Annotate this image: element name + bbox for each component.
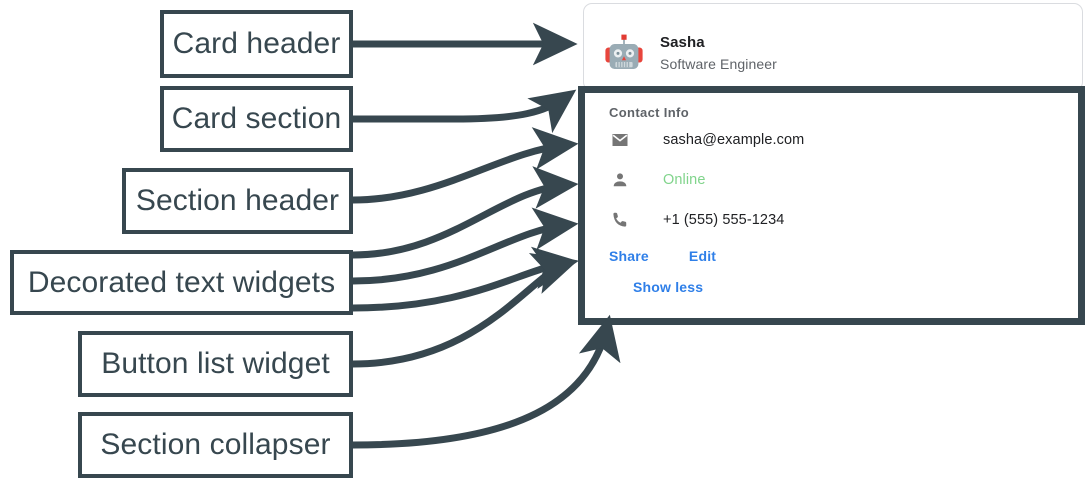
arrow-decorated-text-1: [352, 166, 579, 259]
decorated-text-row-phone[interactable]: +1 (555) 555-1234: [609, 200, 1078, 240]
card-header-title: Sasha: [660, 33, 705, 51]
card: Sasha Software Engineer: [583, 3, 1083, 91]
callout-button-list-widget: Button list widget: [78, 331, 353, 397]
card-section: Contact Info sasha@example.com: [578, 86, 1085, 325]
card-header: Sasha Software Engineer: [584, 4, 1082, 90]
person-icon: [609, 171, 631, 189]
arrow-card-section: [353, 89, 577, 134]
callout-label: Card header: [172, 27, 341, 60]
card-header-subtitle: Software Engineer: [660, 55, 777, 72]
robot-avatar-icon: [605, 34, 643, 69]
card-section-content: Contact Info sasha@example.com: [585, 93, 1078, 318]
show-less-button[interactable]: Show less: [633, 279, 704, 295]
button-list-widget: Share Edit: [609, 240, 1078, 272]
arrow-section-collapser: [352, 314, 621, 449]
callout-label: Button list widget: [101, 347, 330, 380]
decorated-text-value: +1 (555) 555-1234: [663, 212, 785, 228]
callout-section-collapser: Section collapser: [78, 412, 353, 478]
section-collapser-row: Show less: [633, 272, 1078, 302]
email-icon: [609, 131, 631, 149]
arrow-button-list: [352, 253, 579, 368]
decorated-text-row-email[interactable]: sasha@example.com: [609, 120, 1078, 160]
callout-card-header: Card header: [160, 10, 353, 78]
decorated-text-row-status[interactable]: Online: [609, 160, 1078, 200]
phone-icon: [609, 211, 631, 229]
callout-decorated-text-widgets: Decorated text widgets: [10, 250, 353, 315]
card-header-text: Sasha Software Engineer: [660, 33, 777, 75]
share-button[interactable]: Share: [609, 248, 649, 264]
callout-label: Card section: [171, 102, 342, 135]
arrow-decorated-text-2: [352, 207, 579, 285]
callout-label: Section collapser: [100, 428, 331, 461]
edit-button[interactable]: Edit: [688, 248, 717, 264]
decorated-text-value: Online: [663, 172, 706, 188]
callout-section-header: Section header: [122, 168, 353, 234]
arrow-section-header: [352, 127, 579, 204]
arrow-decorated-text-3: [352, 246, 579, 312]
callout-label: Decorated text widgets: [27, 265, 336, 299]
callout-card-section: Card section: [160, 86, 353, 152]
section-header: Contact Info: [609, 105, 690, 120]
callout-label: Section header: [135, 184, 340, 217]
decorated-text-value: sasha@example.com: [663, 132, 805, 148]
